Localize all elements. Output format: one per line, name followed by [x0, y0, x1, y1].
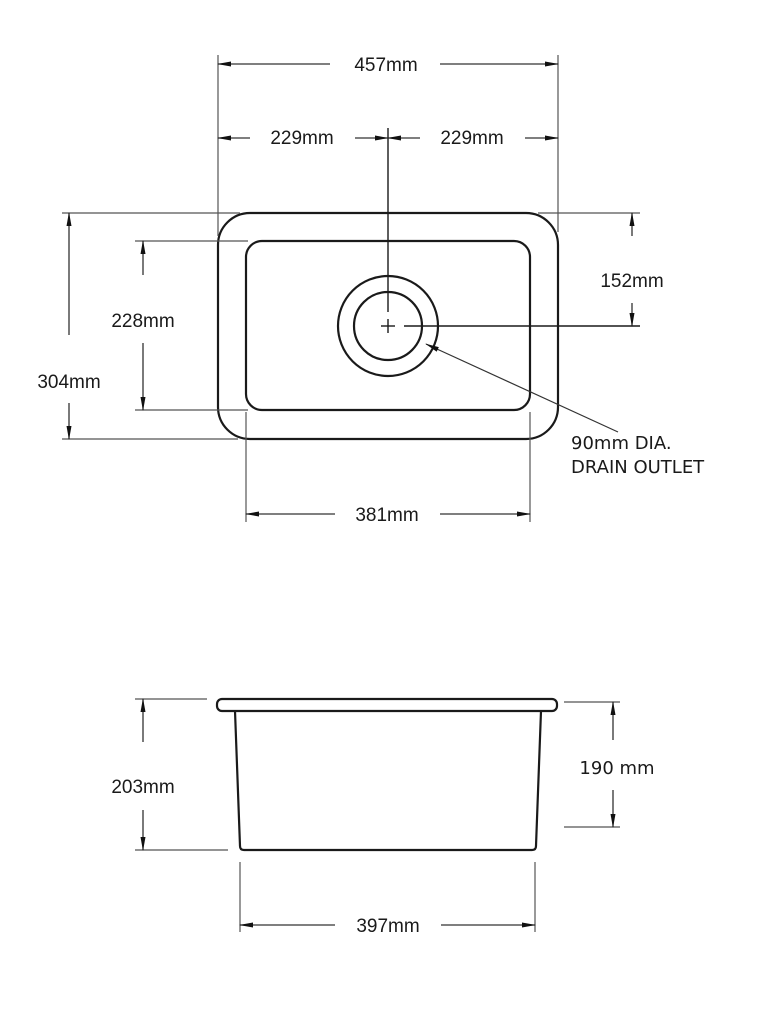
drain-center-mark [381, 319, 395, 333]
dimension-bowl-depth: 228mm [111, 240, 175, 411]
dim-label-right-half: 229mm [440, 128, 503, 149]
dim-label-bowl-height: 190 mm [579, 758, 654, 779]
dimension-bowl-width: 381mm [245, 505, 531, 526]
drain-leader: 90mm DIA. DRAIN OUTLET [425, 343, 705, 478]
dim-label-bowl-width: 381mm [355, 505, 418, 526]
dimension-bowl-height: 190 mm [579, 701, 655, 828]
sink-lip [215, 697, 559, 713]
sink-body [233, 710, 543, 852]
plan-view: 457mm 229mm 229mm 304mm 228mm [37, 55, 705, 526]
dim-label-overall-depth: 304mm [37, 372, 100, 393]
dim-label-bowl-depth: 228mm [111, 311, 174, 332]
dimension-overall-width: 457mm [217, 55, 559, 76]
dim-label-overall-height: 203mm [111, 777, 174, 798]
drain-note-line1: 90mm DIA. [571, 433, 672, 454]
dimension-drain-offset: 152mm [600, 212, 664, 327]
side-view: 203mm 190 mm 397mm [111, 697, 655, 937]
dim-label-bottom-width: 397mm [356, 916, 419, 937]
dim-label-overall-width: 457mm [354, 55, 417, 76]
dim-label-drain-offset: 152mm [600, 271, 663, 292]
dimension-half-widths: 229mm 229mm [217, 128, 559, 149]
dimension-overall-depth: 304mm [37, 212, 101, 440]
drain-note-line2: DRAIN OUTLET [571, 457, 705, 478]
dim-label-left-half: 229mm [270, 128, 333, 149]
dimension-bottom-width: 397mm [239, 916, 536, 937]
dimension-overall-height: 203mm [111, 698, 175, 851]
